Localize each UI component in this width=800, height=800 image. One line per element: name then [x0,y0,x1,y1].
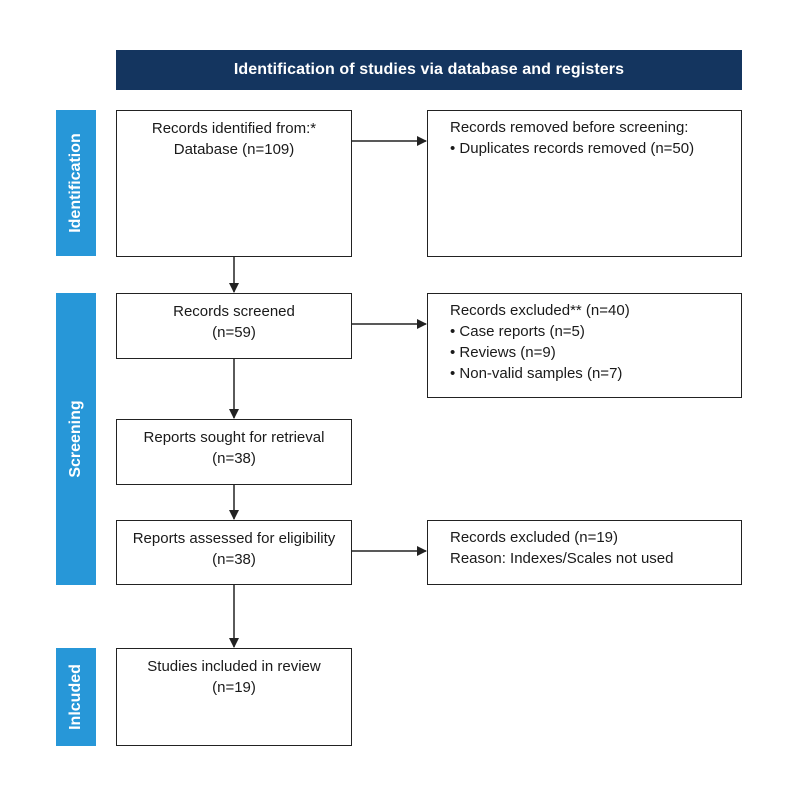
records-excluded-eligibility-box: Records excluded (n=19) Reason: Indexes/… [427,520,742,585]
records-excluded-line3: • Reviews (n=9) [450,344,556,361]
records-identified-line1: Records identified from:* [151,120,317,137]
phase-screening: Screening [56,293,96,585]
diagram-header: Identification of studies via database a… [116,50,742,90]
records-identified-box: Records identified from:* Database (n=10… [116,110,352,257]
records-excluded-line1: Records excluded** (n=40) [450,302,630,319]
reports-assessed-line2: (n=38) [212,551,256,568]
phase-included: Inlcuded [56,648,96,746]
studies-included-box: Studies included in review (n=19) [116,648,352,746]
reports-sought-box: Reports sought for retrieval (n=38) [116,419,352,485]
header-title: Identification of studies via database a… [233,61,625,78]
records-removed-box: Records removed before screening: • Dupl… [427,110,742,257]
phase-identification: Identification [56,110,96,256]
reports-assessed-line1: Reports assessed for eligibility [132,530,336,547]
records-excluded-box: Records excluded** (n=40) • Case reports… [427,293,742,398]
records-excluded-eligibility-line1: Records excluded (n=19) [450,529,619,546]
records-screened-line1: Records screened [173,303,295,320]
reports-assessed-box: Reports assessed for eligibility (n=38) [116,520,352,585]
records-screened-box: Records screened (n=59) [116,293,352,359]
studies-included-line1: Studies included in review [147,658,321,675]
records-screened-line2: (n=59) [212,324,256,341]
records-removed-line2: • Duplicates records removed (n=50) [450,140,695,157]
records-identified-line2: Database (n=109) [173,141,295,158]
records-excluded-line2: • Case reports (n=5) [450,323,585,340]
records-excluded-eligibility-line2: Reason: Indexes/Scales not used [450,550,674,567]
records-excluded-line4: • Non-valid samples (n=7) [450,365,623,382]
studies-included-line2: (n=19) [212,679,256,696]
reports-sought-line1: Reports sought for retrieval [143,429,325,446]
reports-sought-line2: (n=38) [212,450,256,467]
records-removed-line1: Records removed before screening: [450,119,689,136]
